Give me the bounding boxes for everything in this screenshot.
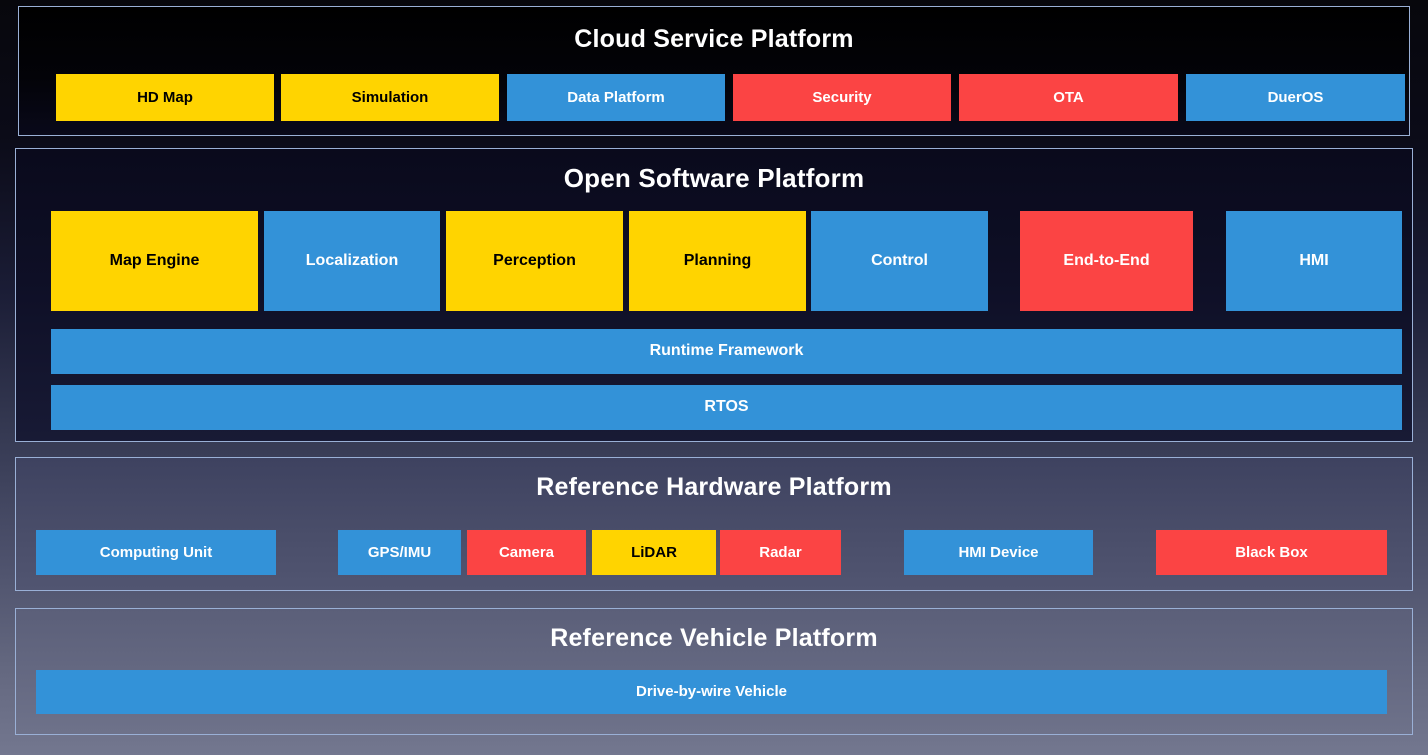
module-box-map-engine[interactable]: Map Engine [51, 211, 258, 311]
module-box-lidar[interactable]: LiDAR [592, 530, 716, 575]
module-box-radar[interactable]: Radar [720, 530, 841, 575]
module-bar-drive-by-wire-vehicle[interactable]: Drive-by-wire Vehicle [36, 670, 1387, 714]
layer-title-reference-hardware-platform: Reference Hardware Platform [536, 473, 892, 501]
module-box-simulation[interactable]: Simulation [281, 74, 499, 121]
module-box-camera[interactable]: Camera [467, 530, 586, 575]
module-box-hmi[interactable]: HMI [1226, 211, 1402, 311]
module-box-control[interactable]: Control [811, 211, 988, 311]
module-box-hmi-device[interactable]: HMI Device [904, 530, 1093, 575]
layer-panel-reference-vehicle-platform: Reference Vehicle Platform Drive-by-wire… [15, 608, 1413, 735]
module-bar-rtos[interactable]: RTOS [51, 385, 1402, 430]
layer-panel-reference-hardware-platform: Reference Hardware Platform Computing Un… [15, 457, 1413, 591]
module-box-computing-unit[interactable]: Computing Unit [36, 530, 276, 575]
module-box-dueros[interactable]: DuerOS [1186, 74, 1405, 121]
module-box-localization[interactable]: Localization [264, 211, 440, 311]
layer-title-reference-vehicle-platform: Reference Vehicle Platform [550, 624, 878, 652]
module-box-black-box[interactable]: Black Box [1156, 530, 1387, 575]
module-box-perception[interactable]: Perception [446, 211, 623, 311]
layer-panel-cloud-service-platform: Cloud Service Platform HD Map Simulation… [18, 6, 1410, 136]
module-box-gps-imu[interactable]: GPS/IMU [338, 530, 461, 575]
module-box-ota[interactable]: OTA [959, 74, 1178, 121]
module-box-planning[interactable]: Planning [629, 211, 806, 311]
layer-panel-open-software-platform: Open Software Platform Map Engine Locali… [15, 148, 1413, 442]
module-box-end-to-end[interactable]: End-to-End [1020, 211, 1193, 311]
module-box-data-platform[interactable]: Data Platform [507, 74, 725, 121]
module-box-security[interactable]: Security [733, 74, 951, 121]
module-bar-runtime-framework[interactable]: Runtime Framework [51, 329, 1402, 374]
layer-title-cloud-service-platform: Cloud Service Platform [574, 25, 854, 53]
module-box-hd-map[interactable]: HD Map [56, 74, 274, 121]
layer-title-open-software-platform: Open Software Platform [563, 163, 865, 193]
